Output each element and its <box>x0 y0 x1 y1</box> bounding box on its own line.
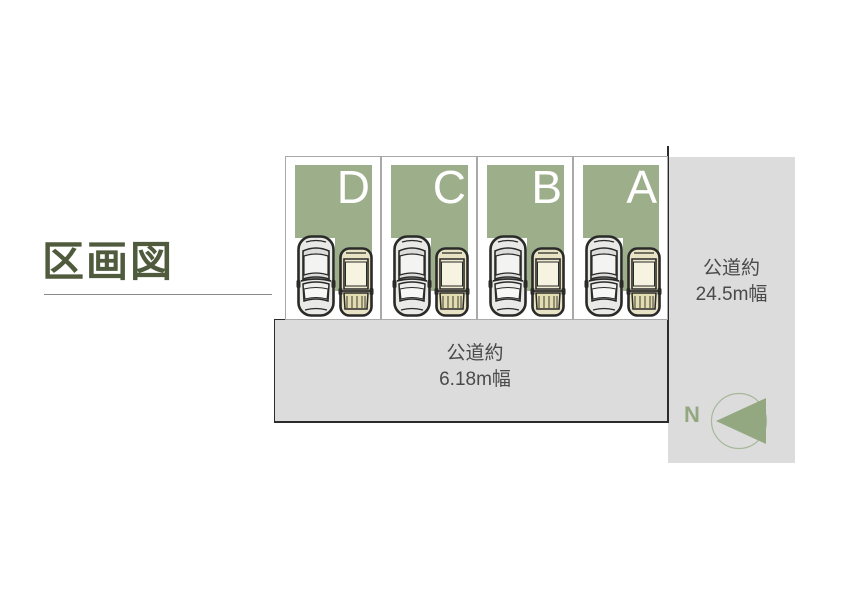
road-area-right <box>668 157 795 463</box>
lot-label: B <box>531 161 562 213</box>
lot-b[interactable]: B <box>477 156 573 320</box>
boundary-line-top-left <box>275 319 286 320</box>
lot-a[interactable]: A <box>573 156 668 320</box>
page-title: 区画図 <box>42 238 175 285</box>
lot-label: A <box>626 161 657 213</box>
boundary-line-bottom <box>274 421 669 423</box>
road-label-right: 公道約 24.5m幅 <box>695 258 768 305</box>
lot-c[interactable]: C <box>381 156 477 320</box>
compass-rose: N <box>684 392 780 450</box>
lot-label: C <box>432 161 466 213</box>
car-sedan-icon <box>392 235 432 317</box>
boundary-line-left <box>274 319 275 423</box>
car-sedan-icon <box>296 235 336 317</box>
car-kei-icon <box>530 247 566 317</box>
car-sedan-icon <box>584 235 624 317</box>
boundary-line-right-upper <box>667 146 669 322</box>
car-kei-icon <box>434 247 470 317</box>
lot-d[interactable]: D <box>285 156 381 320</box>
lot-label: D <box>336 161 370 213</box>
road-label-bottom: 公道約 6.18m幅 <box>439 343 511 390</box>
title-block: 区画図 <box>42 238 272 308</box>
car-kei-icon <box>626 247 662 317</box>
car-kei-icon <box>338 247 374 317</box>
compass-north-label: N <box>684 402 700 427</box>
boundary-line-right-lower <box>667 320 669 423</box>
road-area-bottom <box>275 320 669 422</box>
car-sedan-icon <box>488 235 528 317</box>
compass-north-arrow-icon <box>710 392 768 450</box>
title-underline <box>44 294 272 295</box>
